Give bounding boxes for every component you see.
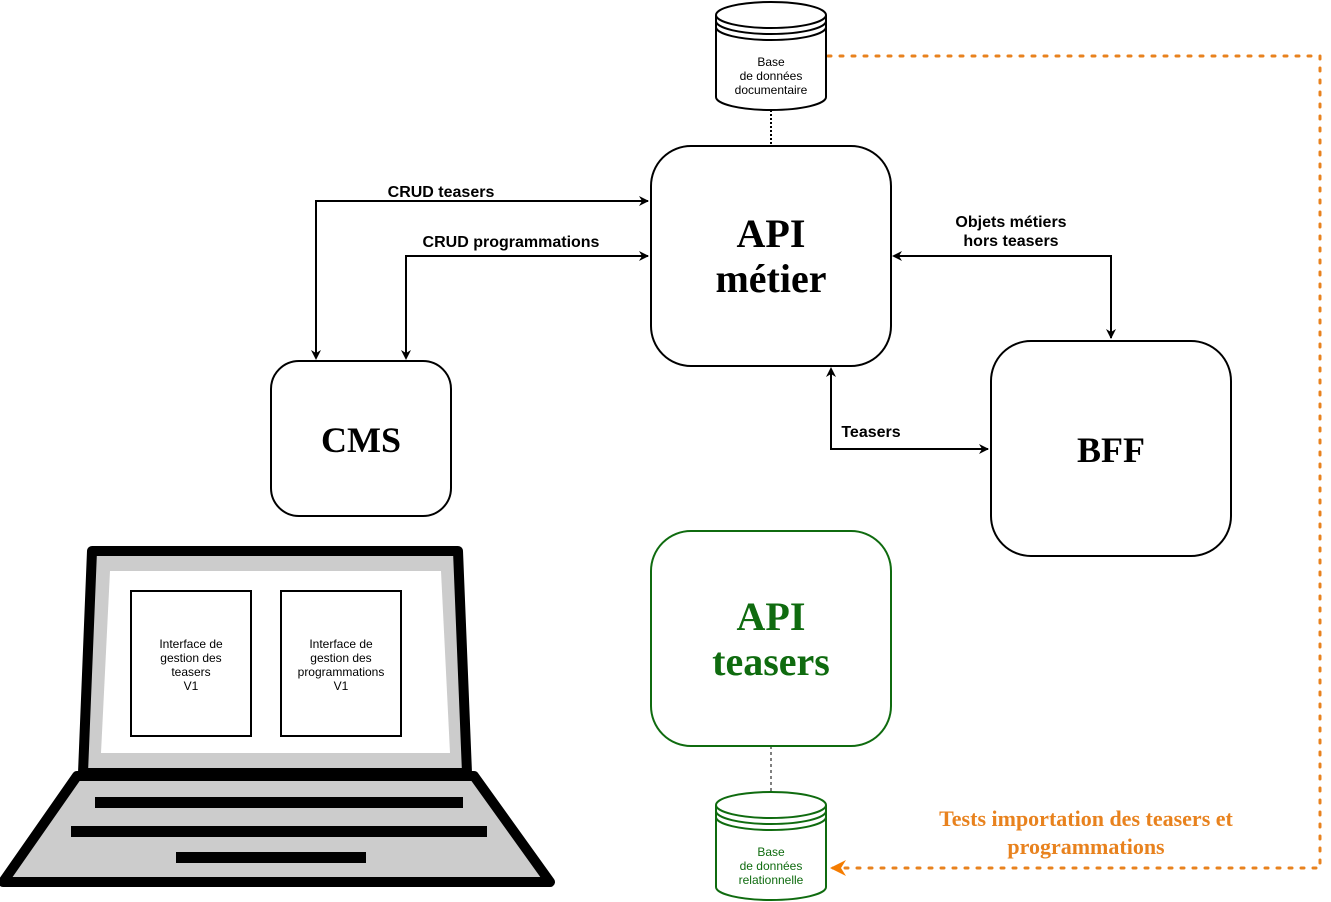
db-documentaire-node[interactable]: Base de données documentaire [715, 1, 827, 111]
tests-import-edge [826, 54, 1322, 876]
crud-teasers-edge [315, 196, 649, 358]
crud-programmations-label: CRUD programmations [423, 234, 600, 251]
trackpad-bar [176, 852, 366, 863]
objets-metiers-label-line1: Objets métiers [955, 214, 1066, 231]
crud-programmations-edge [405, 251, 649, 358]
api-teasers-title-line1: API [737, 594, 806, 639]
panel-programmations-line4: V1 [334, 679, 349, 693]
db-documentaire-line2: de données [740, 69, 803, 83]
db-relationnelle-line1: Base [757, 845, 785, 859]
objets-metiers-label-line2: hors teasers [963, 233, 1058, 250]
laptop-panel-teasers[interactable]: Interface de gestion des teasers V1 [130, 590, 252, 737]
db-documentaire-line1: Base [757, 55, 785, 69]
keyboard-row [95, 797, 463, 808]
bff-title: BFF [1077, 430, 1145, 470]
teasers-edge [830, 369, 989, 454]
teasers-label: Teasers [841, 424, 900, 441]
panel-teasers-line4: V1 [184, 679, 199, 693]
cms-node[interactable]: CMS [270, 360, 452, 517]
api-teasers-node[interactable]: API teasers [650, 530, 892, 747]
db-relationnelle-line2: de données [740, 859, 803, 873]
laptop-icon: Interface de gestion des teasers V1 Inte… [0, 546, 555, 887]
api-teasers-title-line2: teasers [712, 639, 830, 684]
tests-import-label-line2: programmations [1007, 834, 1165, 859]
api-metier-title-line1: API [737, 211, 806, 256]
db-relationnelle-node[interactable]: Base de données relationnelle [715, 791, 827, 901]
api-metier-title-line2: métier [715, 256, 826, 301]
panel-programmations-line2: gestion des [310, 651, 371, 665]
cms-title: CMS [321, 420, 401, 460]
db-relationnelle-line3: relationnelle [739, 873, 804, 887]
panel-teasers-line3: teasers [171, 665, 210, 679]
objets-metiers-edge [894, 255, 1116, 339]
keyboard-row [71, 826, 487, 837]
bff-node[interactable]: BFF [990, 340, 1232, 557]
tests-import-label-line1: Tests importation des teasers et [939, 806, 1233, 831]
laptop-panel-programmations[interactable]: Interface de gestion des programmations … [280, 590, 402, 737]
crud-teasers-label: CRUD teasers [388, 184, 495, 201]
panel-teasers-line1: Interface de [159, 637, 223, 651]
panel-programmations-line1: Interface de [309, 637, 373, 651]
panel-programmations-line3: programmations [298, 665, 385, 679]
api-metier-node[interactable]: API métier [650, 145, 892, 367]
panel-teasers-line2: gestion des [160, 651, 221, 665]
db-documentaire-line3: documentaire [735, 83, 808, 97]
